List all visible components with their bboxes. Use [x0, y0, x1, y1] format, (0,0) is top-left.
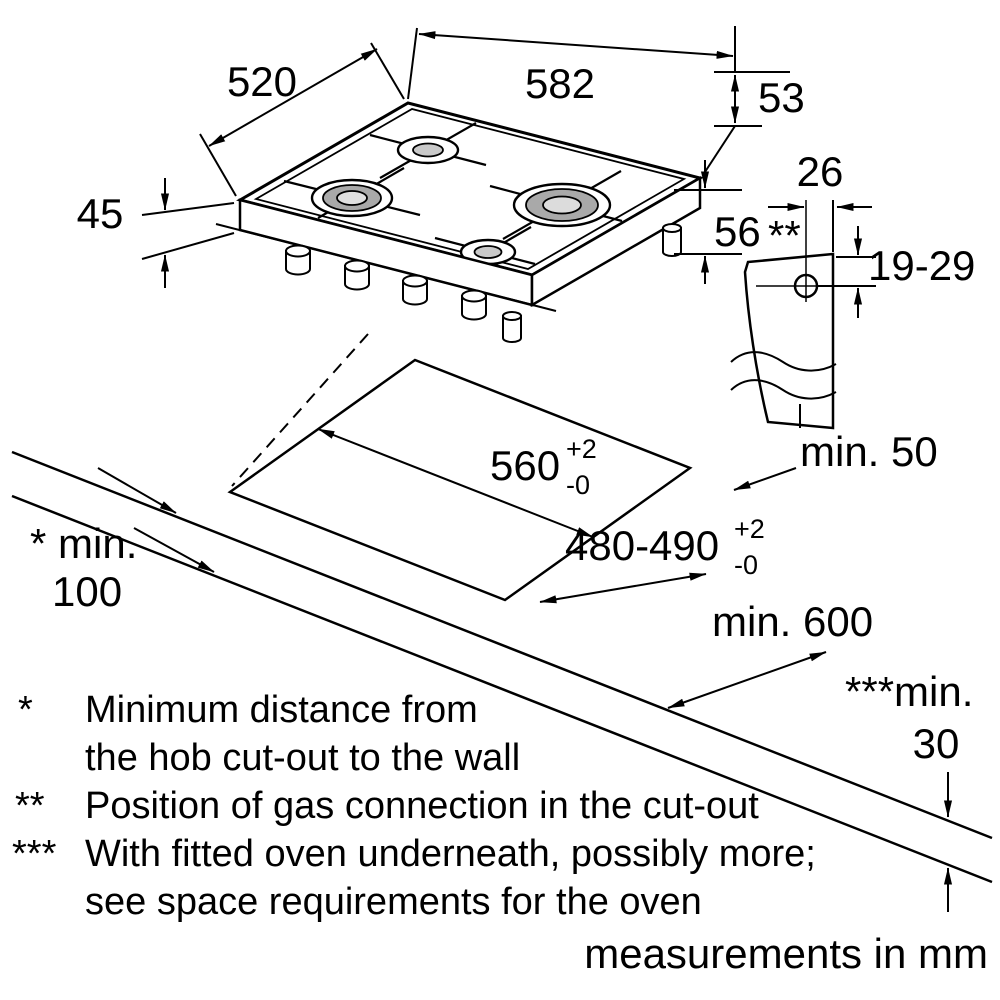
dim-480-490-label: 480-490 [565, 522, 719, 569]
footnote-1-marker: * [18, 689, 33, 731]
footnote-1-line-1: Minimum distance from [85, 689, 478, 731]
min-50-arrow [733, 467, 797, 491]
break-line-1 [730, 351, 837, 372]
dim-26-label: 26 [797, 148, 844, 195]
dimension-19-29 [818, 226, 876, 318]
dim-45-label: 45 [77, 190, 124, 237]
footnote-1-line-2: the hob cut-out to the wall [85, 737, 520, 779]
burner-left-large [310, 178, 394, 218]
dim-19-29-label: 19-29 [868, 242, 975, 289]
dimension-53 [702, 71, 790, 176]
burner-right-wok [512, 182, 612, 228]
alignment-dashed-line [231, 333, 369, 487]
gas-bracket-detail [730, 200, 852, 430]
control-knobs [285, 244, 487, 321]
min-100-value: 100 [52, 568, 122, 615]
dimension-56 [674, 160, 742, 284]
dim-560-arrow [317, 428, 594, 538]
dimension-26 [768, 200, 872, 252]
footnote-3-marker: *** [12, 833, 57, 875]
min-100-label: * min. [30, 520, 137, 567]
dimension-520 [199, 42, 405, 197]
bracket-outline [743, 252, 835, 430]
dim-56-label: 56 [714, 208, 761, 255]
footnote-3-line-2: see space requirements for the oven [85, 881, 702, 923]
worktop [11, 333, 993, 884]
hob-front-right-face [530, 175, 702, 308]
dim-560-sup: +2 [566, 434, 597, 464]
min-600-label: min. 600 [712, 598, 873, 645]
dim-480-490-sup: +2 [734, 514, 765, 544]
units-note: measurements in mm [584, 930, 988, 977]
min-50-label: min. 50 [800, 428, 938, 475]
dimension-45 [141, 178, 235, 288]
hob-drawing [215, 101, 704, 343]
min-100-arrows [97, 467, 215, 573]
min-600-arrow [667, 651, 827, 709]
dim-560-label: 560 [490, 442, 560, 489]
dim-582-label: 582 [525, 60, 595, 107]
dim-560-sub: -0 [566, 470, 590, 500]
gas-connection-marker: ** [768, 212, 801, 259]
dimension-582 [407, 26, 736, 100]
footnotes: * Minimum distance from the hob cut-out … [12, 689, 816, 923]
dim-480-490-arrow [539, 572, 707, 604]
hob-flange-edge [215, 223, 557, 312]
dim-520-label: 520 [227, 58, 297, 105]
hob-feet [502, 223, 682, 343]
break-line-2 [730, 379, 837, 400]
min-30-label: ***min. [845, 668, 973, 715]
burner-back [396, 135, 460, 165]
footnote-2-marker: ** [15, 785, 45, 827]
footnote-3-line-1: With fitted oven underneath, possibly mo… [85, 833, 816, 875]
cutout-outline [227, 358, 693, 602]
dim-480-490-sub: -0 [734, 550, 758, 580]
dim-53-label: 53 [758, 74, 805, 121]
footnote-2-line-1: Position of gas connection in the cut-ou… [85, 785, 759, 827]
min-30-value: 30 [913, 720, 960, 767]
worktop-front-edge-bottom [11, 494, 993, 884]
worktop-front-edge-top [11, 450, 993, 840]
